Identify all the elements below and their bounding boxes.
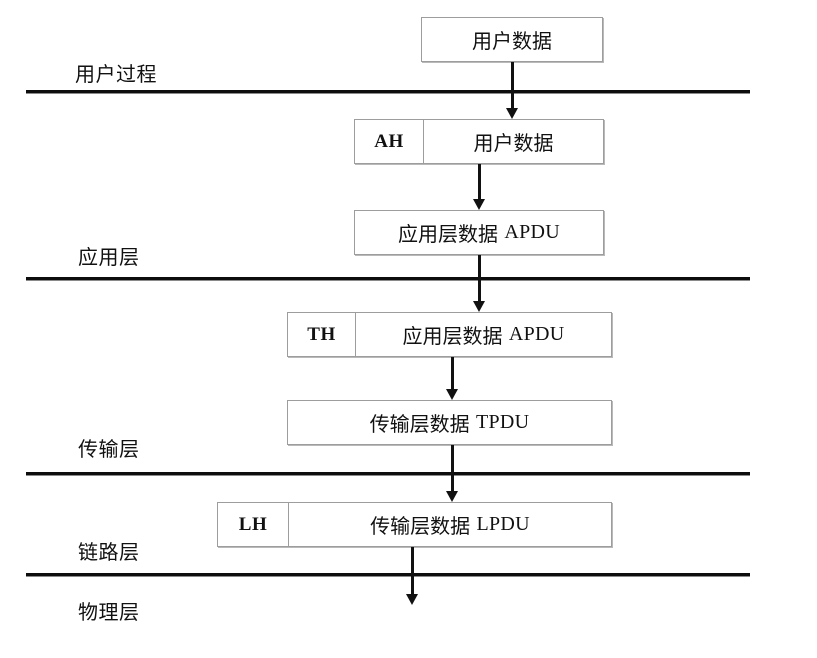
arrow-head-icon — [473, 301, 485, 312]
pdu-body-latin-apdu-th: APDU — [508, 323, 565, 345]
pdu-box-user-data-ah: AH 用户数据 — [354, 119, 604, 164]
pdu-header-label-user-data-ah: AH — [355, 120, 424, 163]
layer-label-user-process: 用户过程 — [75, 62, 157, 86]
pdu-header-label-lpdu-lh: LH — [218, 503, 289, 546]
pdu-header-label-apdu-th: TH — [288, 313, 356, 356]
pdu-box-user-data-plain: 用户数据 — [421, 17, 603, 62]
pdu-body-apdu-th: 应用层数据 APDU — [356, 313, 611, 356]
pdu-body-cn-user-data-plain: 用户数据 — [472, 29, 552, 53]
pdu-body-latin-apdu-plain: APDU — [504, 221, 560, 243]
arrow-head-icon — [473, 199, 485, 210]
layer-label-transport: 传输层 — [78, 437, 140, 461]
arrow-shaft — [478, 255, 481, 303]
pdu-body-lpdu-lh: 传输层数据 LPDU — [289, 503, 611, 546]
layer-separator-application — [26, 277, 750, 281]
pdu-body-cn-user-data-ah: 用户数据 — [473, 131, 554, 155]
pdu-body-cn-lpdu-lh: 传输层数据 — [370, 514, 471, 538]
pdu-body-cn-apdu-plain: 应用层数据 — [397, 222, 498, 246]
pdu-box-apdu-plain: 应用层数据 APDU — [354, 210, 604, 255]
pdu-body-user-data-ah: 用户数据 — [424, 120, 603, 163]
arrow-head-icon — [406, 594, 418, 605]
arrow-shaft — [451, 357, 454, 391]
arrow-shaft — [411, 547, 414, 596]
arrow-shaft — [451, 445, 454, 493]
layer-label-physical: 物理层 — [78, 600, 140, 624]
pdu-body-cn-apdu-th: 应用层数据 — [402, 324, 503, 348]
pdu-body-cn-tpdu-plain: 传输层数据 — [369, 412, 470, 436]
arrow-head-icon — [446, 491, 458, 502]
arrow-head-icon — [506, 108, 518, 119]
layer-separator-user-process — [26, 90, 750, 94]
arrow-head-icon — [446, 389, 458, 400]
layer-label-application: 应用层 — [78, 245, 140, 269]
pdu-body-latin-tpdu-plain: TPDU — [475, 411, 530, 433]
pdu-box-tpdu-plain: 传输层数据 TPDU — [287, 400, 612, 445]
pdu-body-latin-lpdu-lh: LPDU — [476, 513, 530, 535]
pdu-body-tpdu-plain: 传输层数据 TPDU — [288, 401, 611, 444]
pdu-body-user-data-plain: 用户数据 — [422, 18, 602, 61]
arrow-shaft — [478, 164, 481, 201]
pdu-body-apdu-plain: 应用层数据 APDU — [355, 211, 603, 254]
layer-label-datalink: 链路层 — [78, 540, 140, 564]
layer-separator-transport — [26, 472, 750, 476]
layer-separator-datalink — [26, 573, 750, 577]
arrow-shaft — [511, 62, 514, 110]
